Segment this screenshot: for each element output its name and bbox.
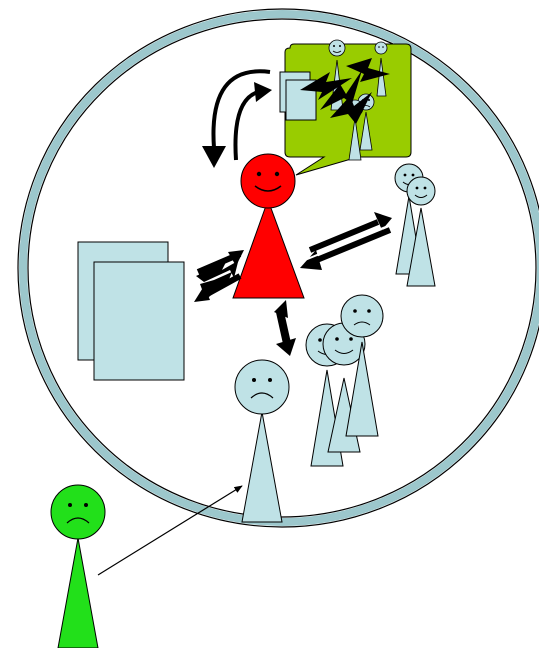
two-way-arrow-icon (300, 212, 392, 270)
curved-arrow-icon (202, 71, 272, 168)
two-way-arrow-icon (274, 300, 296, 356)
thought-bubble-icon (280, 40, 411, 175)
leader-figure (233, 154, 304, 298)
newcomer-inside-figure (235, 360, 289, 522)
document-stack-icon (78, 242, 184, 380)
newcomer-outside-figure (51, 485, 105, 648)
